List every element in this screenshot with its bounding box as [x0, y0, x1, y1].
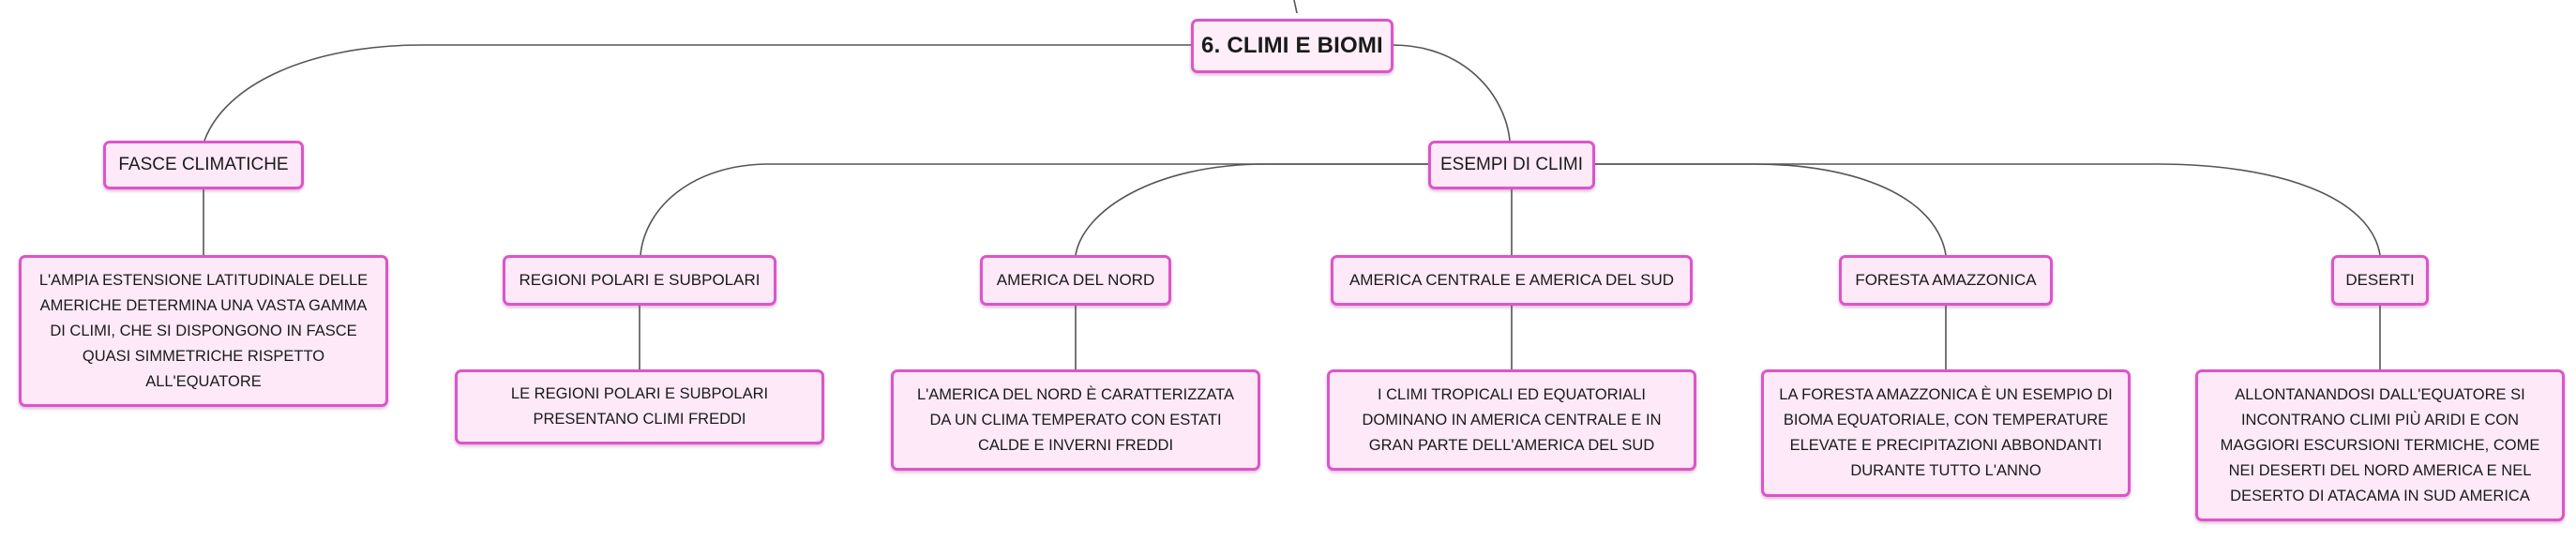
- connector-esempi-america-nord: [1075, 163, 1428, 256]
- node-foresta-amazzonica[interactable]: FORESTA AMAZZONICA: [1839, 255, 2053, 306]
- description-deserti[interactable]: ALLONTANANDOSI DALL'EQUATORE SI INCONTRA…: [2195, 369, 2565, 521]
- node-america-del-nord[interactable]: AMERICA DEL NORD: [980, 255, 1171, 306]
- description-america-del-nord[interactable]: L'AMERICA DEL NORD È CARATTERIZZATA DA U…: [891, 369, 1260, 471]
- root-node[interactable]: 6. CLIMI E BIOMI: [1191, 19, 1393, 73]
- node-esempi-di-climi[interactable]: ESEMPI DI CLIMI: [1428, 141, 1595, 189]
- connector-esempi-foresta: [1594, 163, 1947, 256]
- connector-root-fasce-climatiche: [203, 44, 1191, 142]
- node-fasce-climatiche[interactable]: FASCE CLIMATICHE: [103, 141, 304, 189]
- description-america-centrale-e-america-del-sud[interactable]: I CLIMI TROPICALI ED EQUATORIALI DOMINAN…: [1327, 369, 1696, 471]
- connector-esempi-regioni-polari: [640, 163, 1428, 256]
- description-foresta-amazzonica[interactable]: LA FORESTA AMAZZONICA È UN ESEMPIO DI BI…: [1761, 369, 2131, 497]
- node-deserti[interactable]: DESERTI: [2331, 255, 2429, 306]
- node-america-centrale-e-america-del-sud[interactable]: AMERICA CENTRALE E AMERICA DEL SUD: [1331, 255, 1693, 306]
- connector-root-up: [1293, 0, 1298, 14]
- node-regioni-polari-e-subpolari[interactable]: REGIONI POLARI E SUBPOLARI: [503, 255, 776, 306]
- connector-root-esempi-di-climi: [1392, 44, 1511, 142]
- description-fasce-climatiche[interactable]: L'AMPIA ESTENSIONE LATITUDINALE DELLE AM…: [19, 255, 388, 407]
- connector-esempi-deserti: [1594, 163, 2381, 256]
- description-regioni-polari-e-subpolari[interactable]: LE REGIONI POLARI E SUBPOLARI PRESENTANO…: [455, 369, 824, 444]
